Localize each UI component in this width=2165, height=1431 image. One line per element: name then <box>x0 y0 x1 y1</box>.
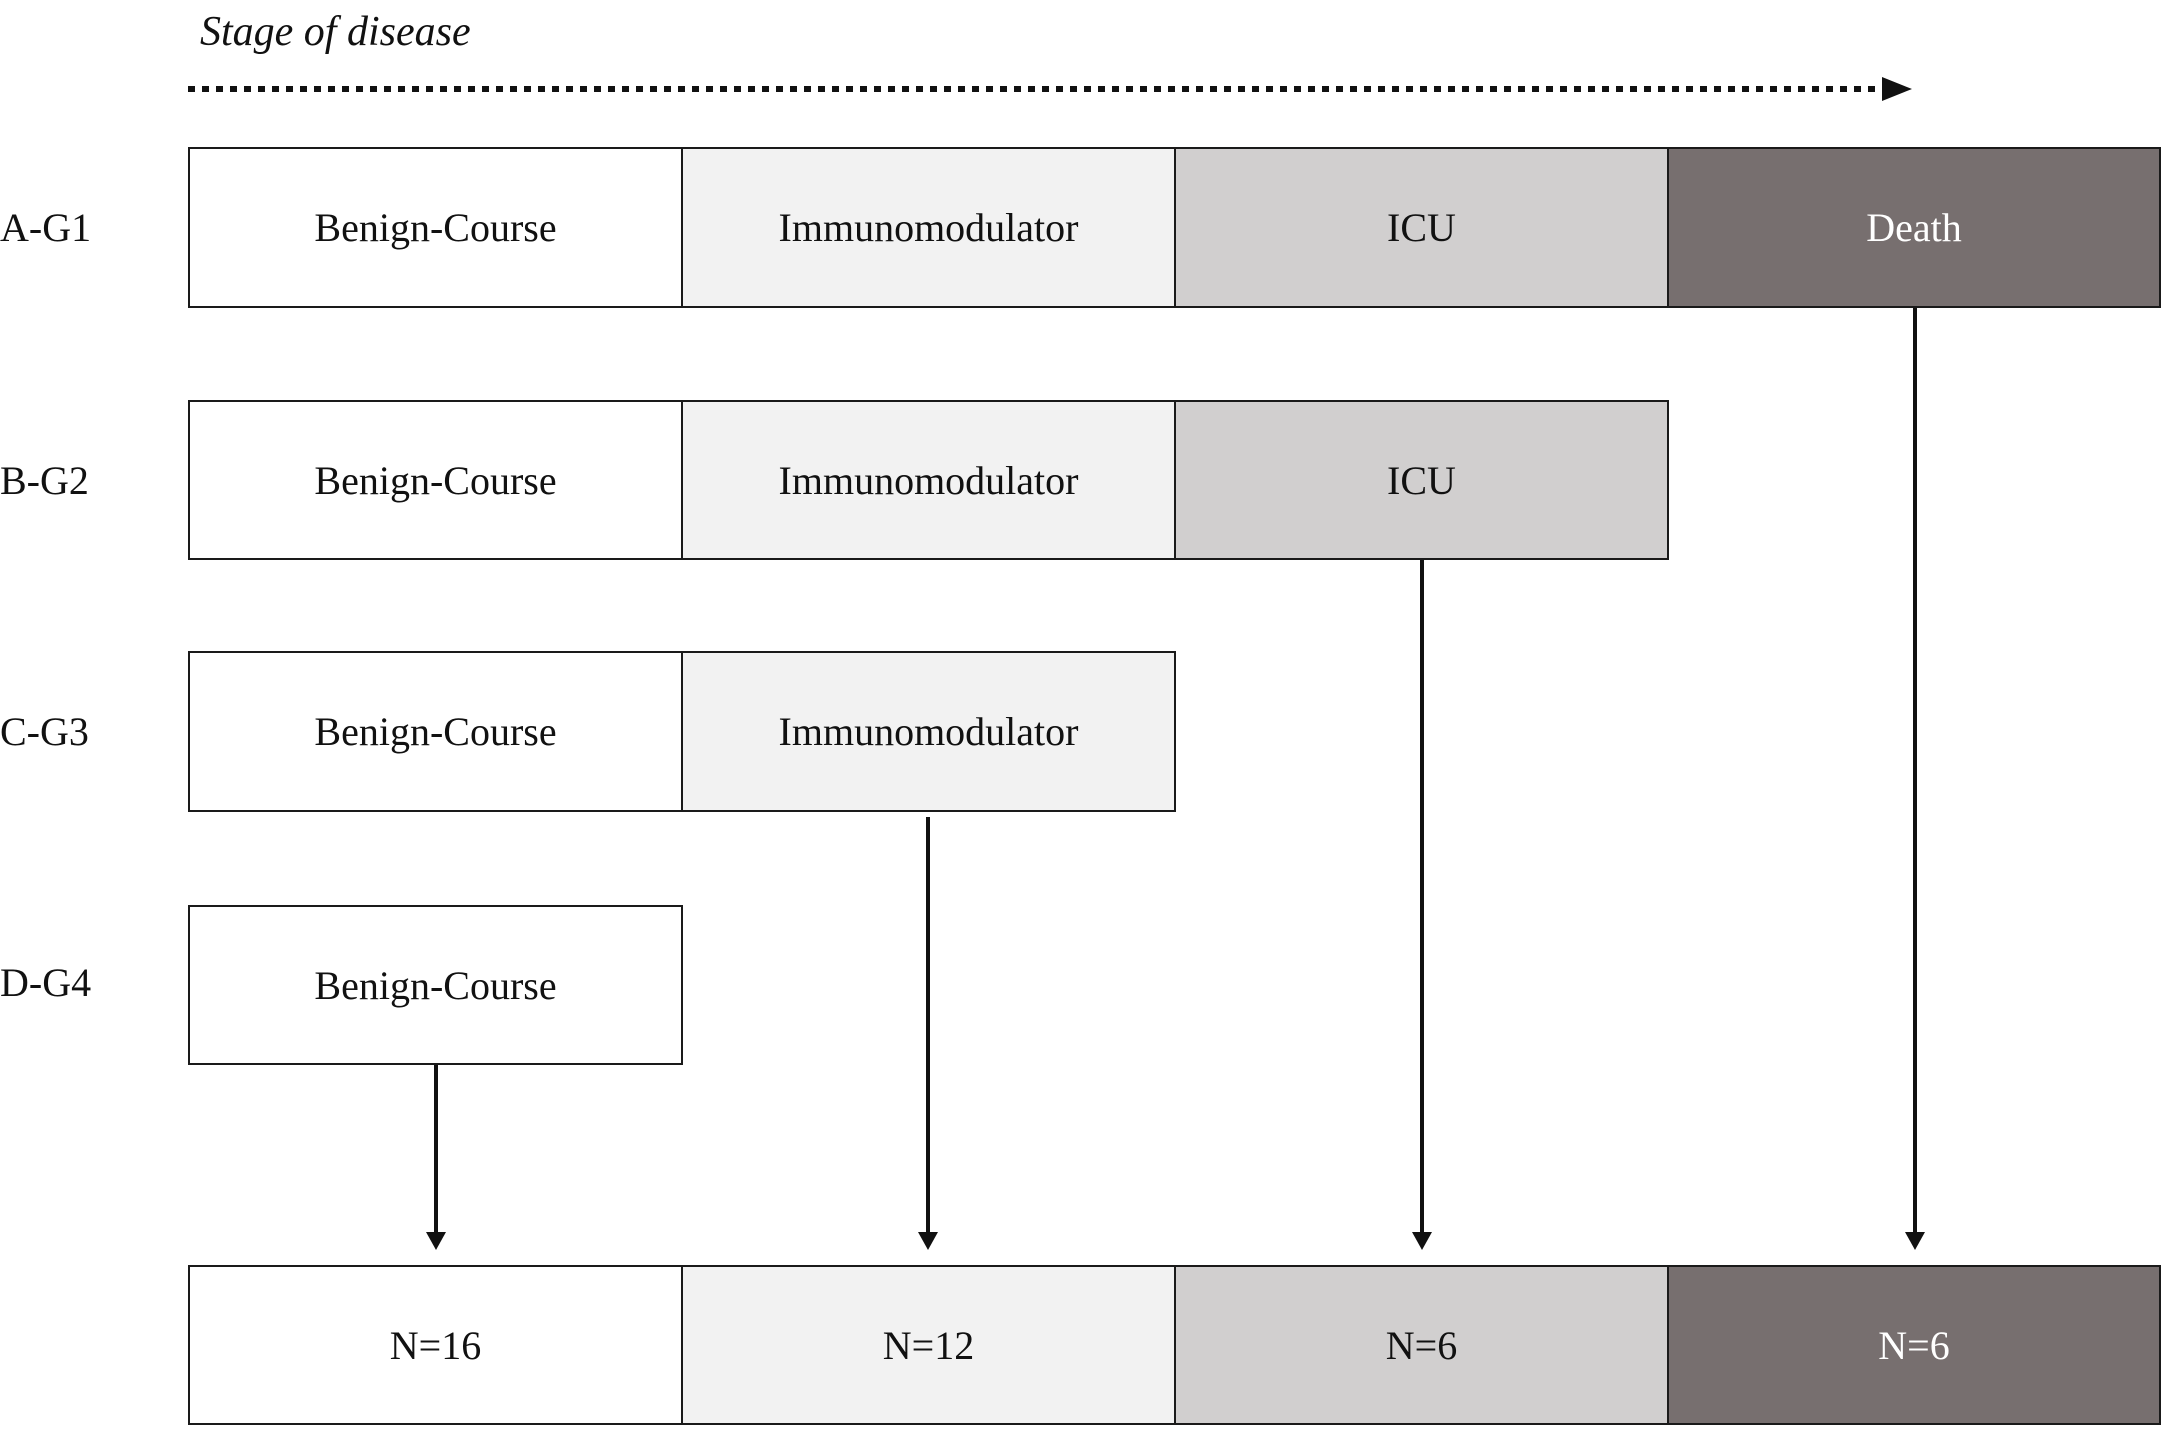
b-g2-icu-text: ICU <box>1387 457 1456 503</box>
a-g1-death-text: Death <box>1866 205 1962 250</box>
total-immunomodulator-box: N=12 <box>681 1265 1176 1425</box>
stage-of-disease-label: Stage of disease <box>200 9 471 55</box>
b-g2-immunomodulator-text: Immunomodulator <box>778 457 1079 503</box>
total-death-text: N=6 <box>1878 1322 1950 1368</box>
total-immunomodulator-text: N=12 <box>882 1322 975 1368</box>
d-g4-benign-course-text: Benign-Course <box>314 962 557 1008</box>
arrow-immunomodulator-head <box>918 1232 938 1250</box>
row-label-a-g1: A-G1 <box>0 205 92 250</box>
total-benign-course-box: N=16 <box>188 1265 683 1425</box>
a-g1-death-box: Death <box>1667 147 2161 308</box>
b-g2-icu-box: ICU <box>1174 400 1669 560</box>
arrow-benign-head <box>426 1232 446 1250</box>
c-g3-immunomodulator-text: Immunomodulator <box>778 709 1079 754</box>
a-g1-immunomodulator-text: Immunomodulator <box>778 205 1079 250</box>
d-g4-benign-course-box: Benign-Course <box>188 905 683 1065</box>
row-label-c-g3: C-G3 <box>0 709 89 754</box>
c-g3-immunomodulator-box: Immunomodulator <box>681 651 1176 812</box>
a-g1-benign-course-box: Benign-Course <box>188 147 683 308</box>
a-g1-immunomodulator-box: Immunomodulator <box>681 147 1176 308</box>
b-g2-benign-course-box: Benign-Course <box>188 400 683 560</box>
row-label-b-g2: B-G2 <box>0 458 89 503</box>
total-death-box: N=6 <box>1667 1265 2161 1425</box>
b-g2-immunomodulator-box: Immunomodulator <box>681 400 1176 560</box>
c-g3-benign-course-box: Benign-Course <box>188 651 683 812</box>
c-g3-benign-course-text: Benign-Course <box>314 709 557 754</box>
b-g2-benign-course-text: Benign-Course <box>314 457 557 503</box>
row-label-d-g4: D-G4 <box>0 960 92 1005</box>
total-icu-text: N=6 <box>1385 1322 1458 1368</box>
arrow-death-head <box>1905 1232 1925 1250</box>
stage-progress-arrowhead <box>1882 77 1912 101</box>
a-g1-icu-text: ICU <box>1387 205 1456 250</box>
a-g1-icu-box: ICU <box>1174 147 1669 308</box>
total-benign-course-text: N=16 <box>389 1322 482 1368</box>
total-icu-box: N=6 <box>1174 1265 1669 1425</box>
arrow-icu-head <box>1412 1232 1432 1250</box>
a-g1-benign-course-text: Benign-Course <box>314 205 557 250</box>
